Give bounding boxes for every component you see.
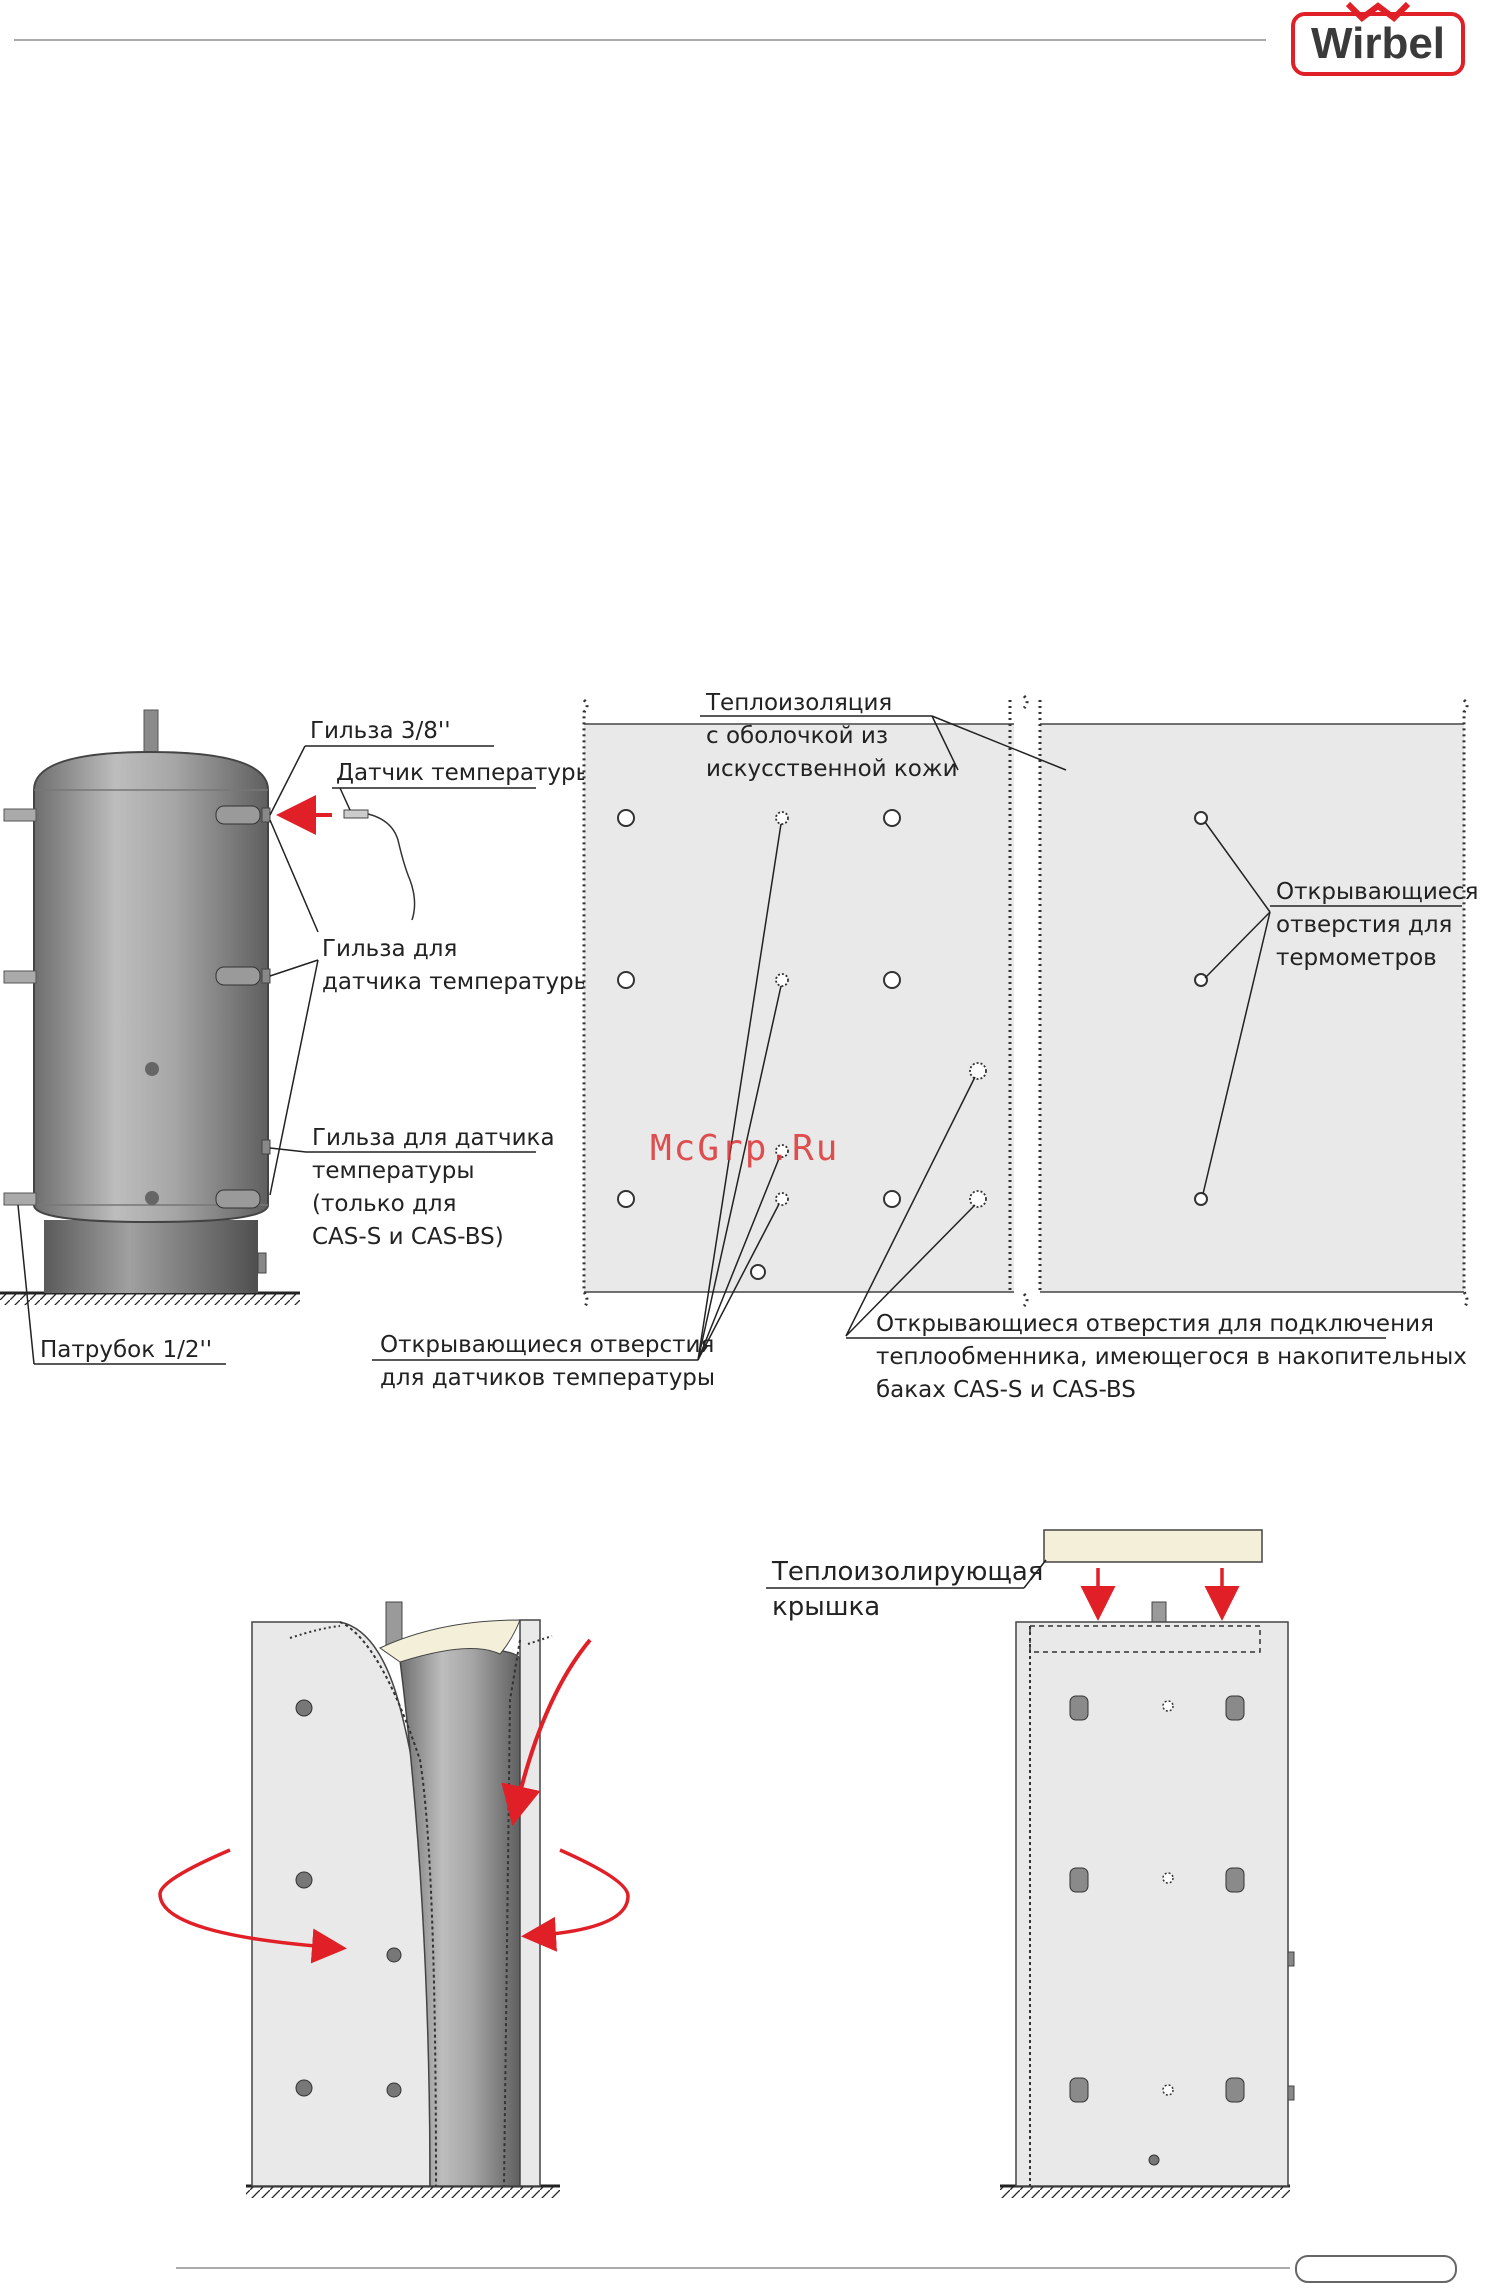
tank-illustration [0, 709, 416, 1305]
label-sleeve-cas-2: температуры [312, 1158, 475, 1184]
label-thermometer-1: Открывающиеся [1276, 879, 1478, 905]
label-sleeve-sensor-2: датчика температуры [322, 969, 592, 995]
cover-labels: Теплоизолирующая крышка [766, 1557, 1047, 1622]
label-sensor-holes-2: для датчиков температуры [380, 1365, 715, 1391]
label-temp-sensor: Датчик температуры [336, 760, 594, 786]
cover-illustration [1000, 1529, 1295, 2198]
label-sensor-holes-1: Открывающиеся отверстия [380, 1332, 714, 1358]
insulation-panels [582, 694, 1469, 1309]
label-sleeve-cas-3: (только для [312, 1191, 456, 1217]
label-exchanger-2: теплообменника, имеющегося в накопительн… [876, 1344, 1467, 1370]
label-insulation-3: искусственной кожи [706, 756, 958, 782]
watermark-text: McGrp.Ru [650, 1128, 839, 1169]
label-nozzle: Патрубок 1/2'' [40, 1337, 212, 1363]
label-thermometer-3: термометров [1276, 945, 1437, 971]
wirbel-logo: Wirbel [1291, 1, 1465, 76]
wrap-illustration [158, 1601, 630, 2198]
label-thermometer-2: отверстия для [1276, 912, 1452, 938]
label-insulation-2: с оболочкой из [706, 723, 888, 749]
label-exchanger-3: баках CAS-S и CAS-BS [876, 1377, 1136, 1403]
label-insulation-1: Теплоизоляция [705, 690, 892, 716]
label-exchanger-1: Открывающиеся отверстия для подключения [876, 1311, 1434, 1337]
label-cover-2: крышка [772, 1592, 880, 1622]
wrap-rotation-arrow-icon [158, 1848, 347, 1964]
panel-labels: Теплоизоляция с оболочкой из искусственн… [372, 690, 1478, 1403]
label-sleeve-cas-1: Гильза для датчика [312, 1125, 555, 1151]
logo-text: Wirbel [1311, 19, 1445, 68]
tank-labels: Гильза 3/8'' Датчик температуры Гильза д… [17, 718, 594, 1365]
label-sleeve-3-8: Гильза 3/8'' [310, 718, 451, 744]
page-number-box [1295, 2255, 1457, 2283]
label-sleeve-sensor-1: Гильза для [322, 936, 457, 962]
label-sleeve-cas-4: CAS-S и CAS-BS) [312, 1224, 504, 1250]
label-cover-1: Теплоизолирующая [771, 1557, 1043, 1587]
